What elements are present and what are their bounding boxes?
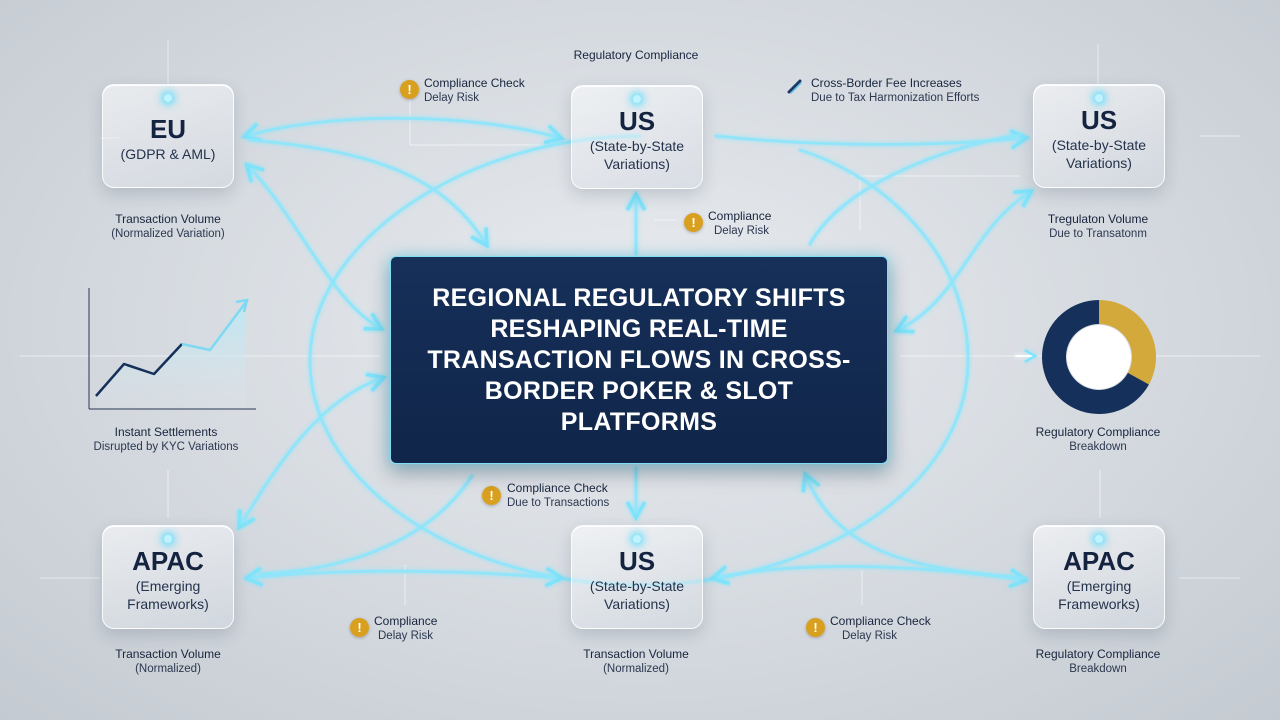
compliance-donut-chart <box>1042 300 1156 414</box>
arrow-center-right-up <box>808 132 1024 246</box>
glow-dot <box>633 95 641 103</box>
arrow-right-center <box>898 192 1030 330</box>
label-apac-left-volume: Transaction Volume(Normalized) <box>115 647 221 675</box>
warning-icon: ! <box>806 618 825 637</box>
fee-trend-icon <box>787 79 802 94</box>
settlement-trend-chart <box>88 288 256 410</box>
donut-segment-2 <box>1042 300 1149 414</box>
center-title-panel: REGIONAL REGULATORY SHIFTS RESHAPING REA… <box>390 256 888 464</box>
top-caption: Regulatory Compliance <box>573 48 699 62</box>
arrow-apac-us-bottom <box>248 571 560 578</box>
page-title: REGIONAL REGULATORY SHIFTS RESHAPING REA… <box>427 283 851 436</box>
warning-icon: ! <box>482 486 501 505</box>
node-title: US <box>1080 104 1118 135</box>
chart-line-dark <box>95 343 183 397</box>
node-title: APAC <box>132 545 204 576</box>
glow-dot <box>1095 94 1103 102</box>
glow-dot <box>164 535 172 543</box>
label-us-bottom-volume: Transaction Volume(Normalized) <box>583 647 689 675</box>
arrow-center-apac <box>258 474 474 576</box>
warning-icon: ! <box>400 80 419 99</box>
glow-dot <box>1095 535 1103 543</box>
node-title: EU <box>149 113 187 144</box>
node-title: APAC <box>1063 545 1135 576</box>
arrow-eu-center-b <box>248 166 380 328</box>
warning-icon: ! <box>684 213 703 232</box>
glow-dot <box>164 94 172 102</box>
glow-dot <box>633 535 641 543</box>
warning-icon: ! <box>350 618 369 637</box>
region-node-eu[interactable]: EU (GDPR & AML) <box>102 84 234 188</box>
arrow-apac-center <box>240 378 382 526</box>
arrow-eu-center-a <box>248 138 486 244</box>
node-title: US <box>618 545 656 576</box>
node-title: US <box>618 105 656 136</box>
chart-arrowhead <box>235 298 249 313</box>
chart-area <box>96 302 246 408</box>
node-subtitle: (GDPR & AML) <box>120 145 216 162</box>
donut-segment-1 <box>1099 300 1156 385</box>
label-eu-volume: Transaction Volume(Normalized Variation) <box>111 212 225 240</box>
arrow-eu-us-top <box>246 116 560 138</box>
chart-line-light <box>181 301 247 352</box>
arrow-center-apac-right <box>806 476 1028 580</box>
donut-hole <box>1067 325 1131 389</box>
